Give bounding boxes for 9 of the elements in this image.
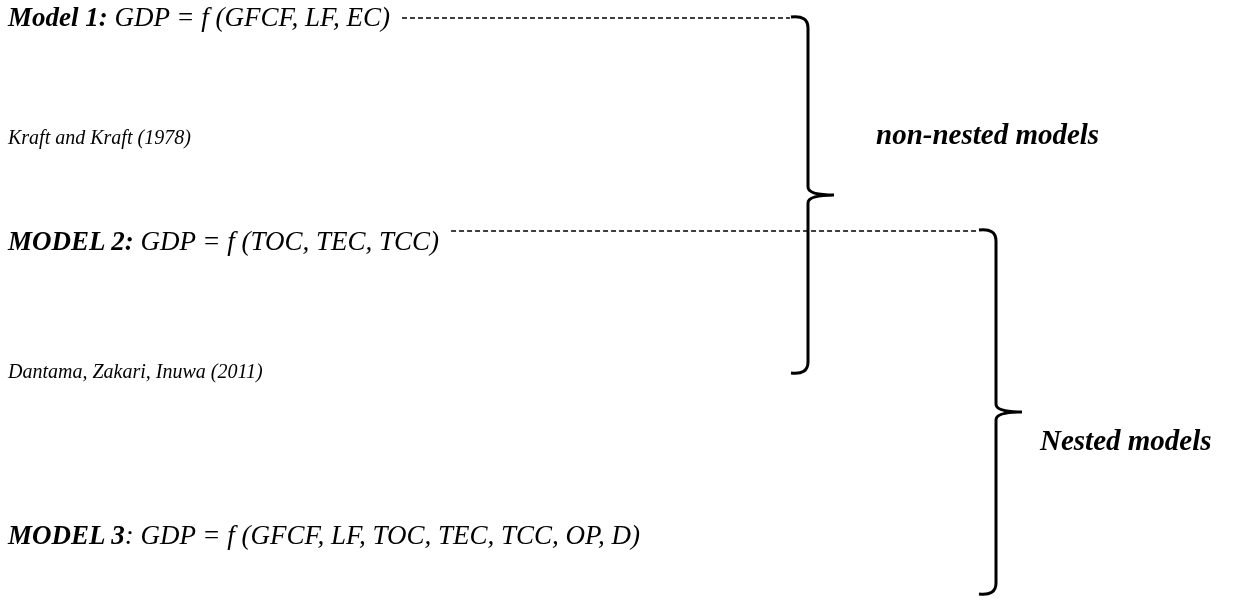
model-equation: MODEL 3: GDP = f (GFCF, LF, TOC, TEC, TCC, OP, D)	[8, 520, 641, 551]
model-equation: Model 1: GDP = f (GFCF, LF, EC)	[8, 2, 390, 33]
citation: Kraft and Kraft (1978)	[8, 126, 191, 149]
group-label: Nested models	[1040, 424, 1212, 457]
citation: Dantama, Zakari, Inuwa (2011)	[8, 360, 263, 383]
group-label: non-nested models	[876, 118, 1100, 151]
leader-line	[401, 17, 791, 19]
model-equation: MODEL 2: GDP = f (TOC, TEC, TCC)	[8, 226, 440, 257]
leader-line	[450, 230, 979, 232]
